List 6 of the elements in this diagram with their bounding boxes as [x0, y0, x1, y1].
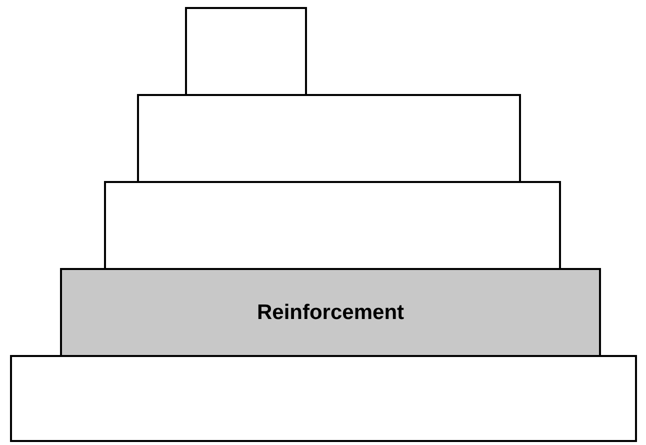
layer-label: Reinforcement — [256, 300, 404, 324]
empty-box — [185, 7, 307, 96]
empty-box — [137, 94, 521, 183]
empty-box — [10, 355, 637, 442]
layer-box — [60, 268, 601, 357]
empty-box — [104, 181, 561, 270]
